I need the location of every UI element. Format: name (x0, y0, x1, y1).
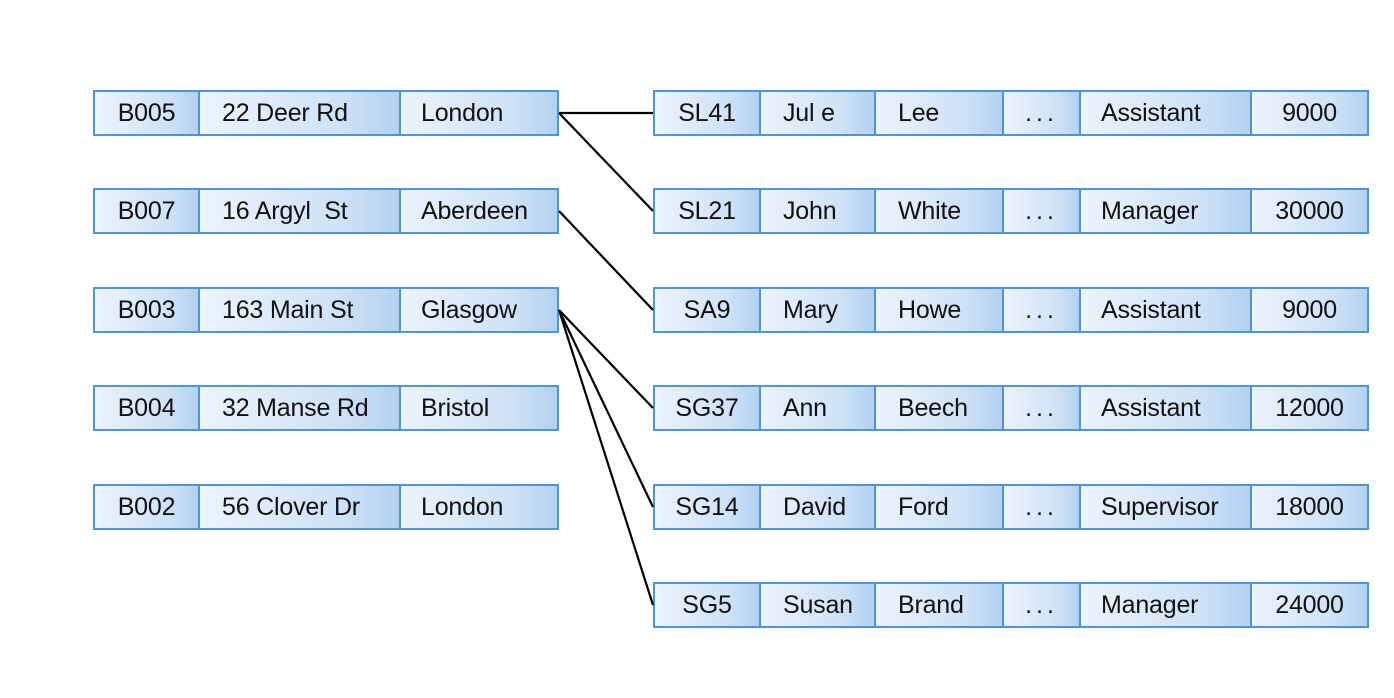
staff-position-cell: Assistant (1079, 289, 1250, 331)
staff-no-cell: SG5 (655, 584, 759, 626)
branch-no-cell: B007 (95, 190, 198, 232)
branch-record: B007 16 Argyl St Aberdeen (93, 188, 559, 234)
staff-salary-cell: 18000 (1250, 486, 1367, 528)
branch-street-cell: 56 Clover Dr (198, 486, 399, 528)
staff-position-cell: Assistant (1079, 92, 1250, 134)
branch-no-cell: B004 (95, 387, 198, 429)
staff-ellipsis-cell: ... (1002, 92, 1079, 134)
staff-salary-cell: 9000 (1250, 92, 1367, 134)
staff-salary-cell: 12000 (1250, 387, 1367, 429)
staff-fname-cell: Mary (759, 289, 874, 331)
staff-fname-cell: David (759, 486, 874, 528)
branch-no-cell: B003 (95, 289, 198, 331)
staff-no-cell: SL41 (655, 92, 759, 134)
staff-record: SA9 Mary Howe ... Assistant 9000 (653, 287, 1369, 333)
staff-salary-cell: 24000 (1250, 584, 1367, 626)
staff-lname-cell: White (874, 190, 1002, 232)
branch-street-cell: 163 Main St (198, 289, 399, 331)
branch-street-cell: 32 Manse Rd (198, 387, 399, 429)
staff-no-cell: SL21 (655, 190, 759, 232)
staff-salary-cell: 30000 (1250, 190, 1367, 232)
branch-street-cell: 22 Deer Rd (198, 92, 399, 134)
relationship-line (558, 309, 654, 409)
branch-city-cell: Glasgow (399, 289, 557, 331)
branch-record: B003 163 Main St Glasgow (93, 287, 559, 333)
staff-ellipsis-cell: ... (1002, 190, 1079, 232)
staff-lname-cell: Lee (874, 92, 1002, 134)
relationship-line (557, 309, 655, 606)
staff-no-cell: SA9 (655, 289, 759, 331)
staff-record: SG14 David Ford ... Supervisor 18000 (653, 484, 1369, 530)
branch-city-cell: London (399, 486, 557, 528)
branch-city-cell: Aberdeen (399, 190, 557, 232)
branch-record: B005 22 Deer Rd London (93, 90, 559, 136)
staff-lname-cell: Brand (874, 584, 1002, 626)
branch-record: B002 56 Clover Dr London (93, 484, 559, 530)
relationship-line (558, 112, 654, 212)
staff-fname-cell: Jul e (759, 92, 874, 134)
staff-lname-cell: Beech (874, 387, 1002, 429)
branch-city-cell: Bristol (399, 387, 557, 429)
staff-ellipsis-cell: ... (1002, 387, 1079, 429)
staff-record: SL41 Jul e Lee ... Assistant 9000 (653, 90, 1369, 136)
relationship-line (558, 210, 654, 311)
staff-ellipsis-cell: ... (1002, 289, 1079, 331)
staff-no-cell: SG14 (655, 486, 759, 528)
staff-record: SG5 Susan Brand ... Manager 24000 (653, 582, 1369, 628)
staff-record: SL21 John White ... Manager 30000 (653, 188, 1369, 234)
staff-salary-cell: 9000 (1250, 289, 1367, 331)
branch-no-cell: B005 (95, 92, 198, 134)
staff-fname-cell: Susan (759, 584, 874, 626)
staff-fname-cell: John (759, 190, 874, 232)
staff-position-cell: Assistant (1079, 387, 1250, 429)
staff-ellipsis-cell: ... (1002, 486, 1079, 528)
staff-lname-cell: Howe (874, 289, 1002, 331)
staff-position-cell: Manager (1079, 190, 1250, 232)
staff-lname-cell: Ford (874, 486, 1002, 528)
branch-city-cell: London (399, 92, 557, 134)
branch-street-cell: 16 Argyl St (198, 190, 399, 232)
staff-no-cell: SG37 (655, 387, 759, 429)
relationship-line (558, 309, 654, 508)
staff-record: SG37 Ann Beech ... Assistant 12000 (653, 385, 1369, 431)
staff-ellipsis-cell: ... (1002, 584, 1079, 626)
staff-position-cell: Manager (1079, 584, 1250, 626)
branch-no-cell: B002 (95, 486, 198, 528)
staff-fname-cell: Ann (759, 387, 874, 429)
staff-position-cell: Supervisor (1079, 486, 1250, 528)
branch-record: B004 32 Manse Rd Bristol (93, 385, 559, 431)
